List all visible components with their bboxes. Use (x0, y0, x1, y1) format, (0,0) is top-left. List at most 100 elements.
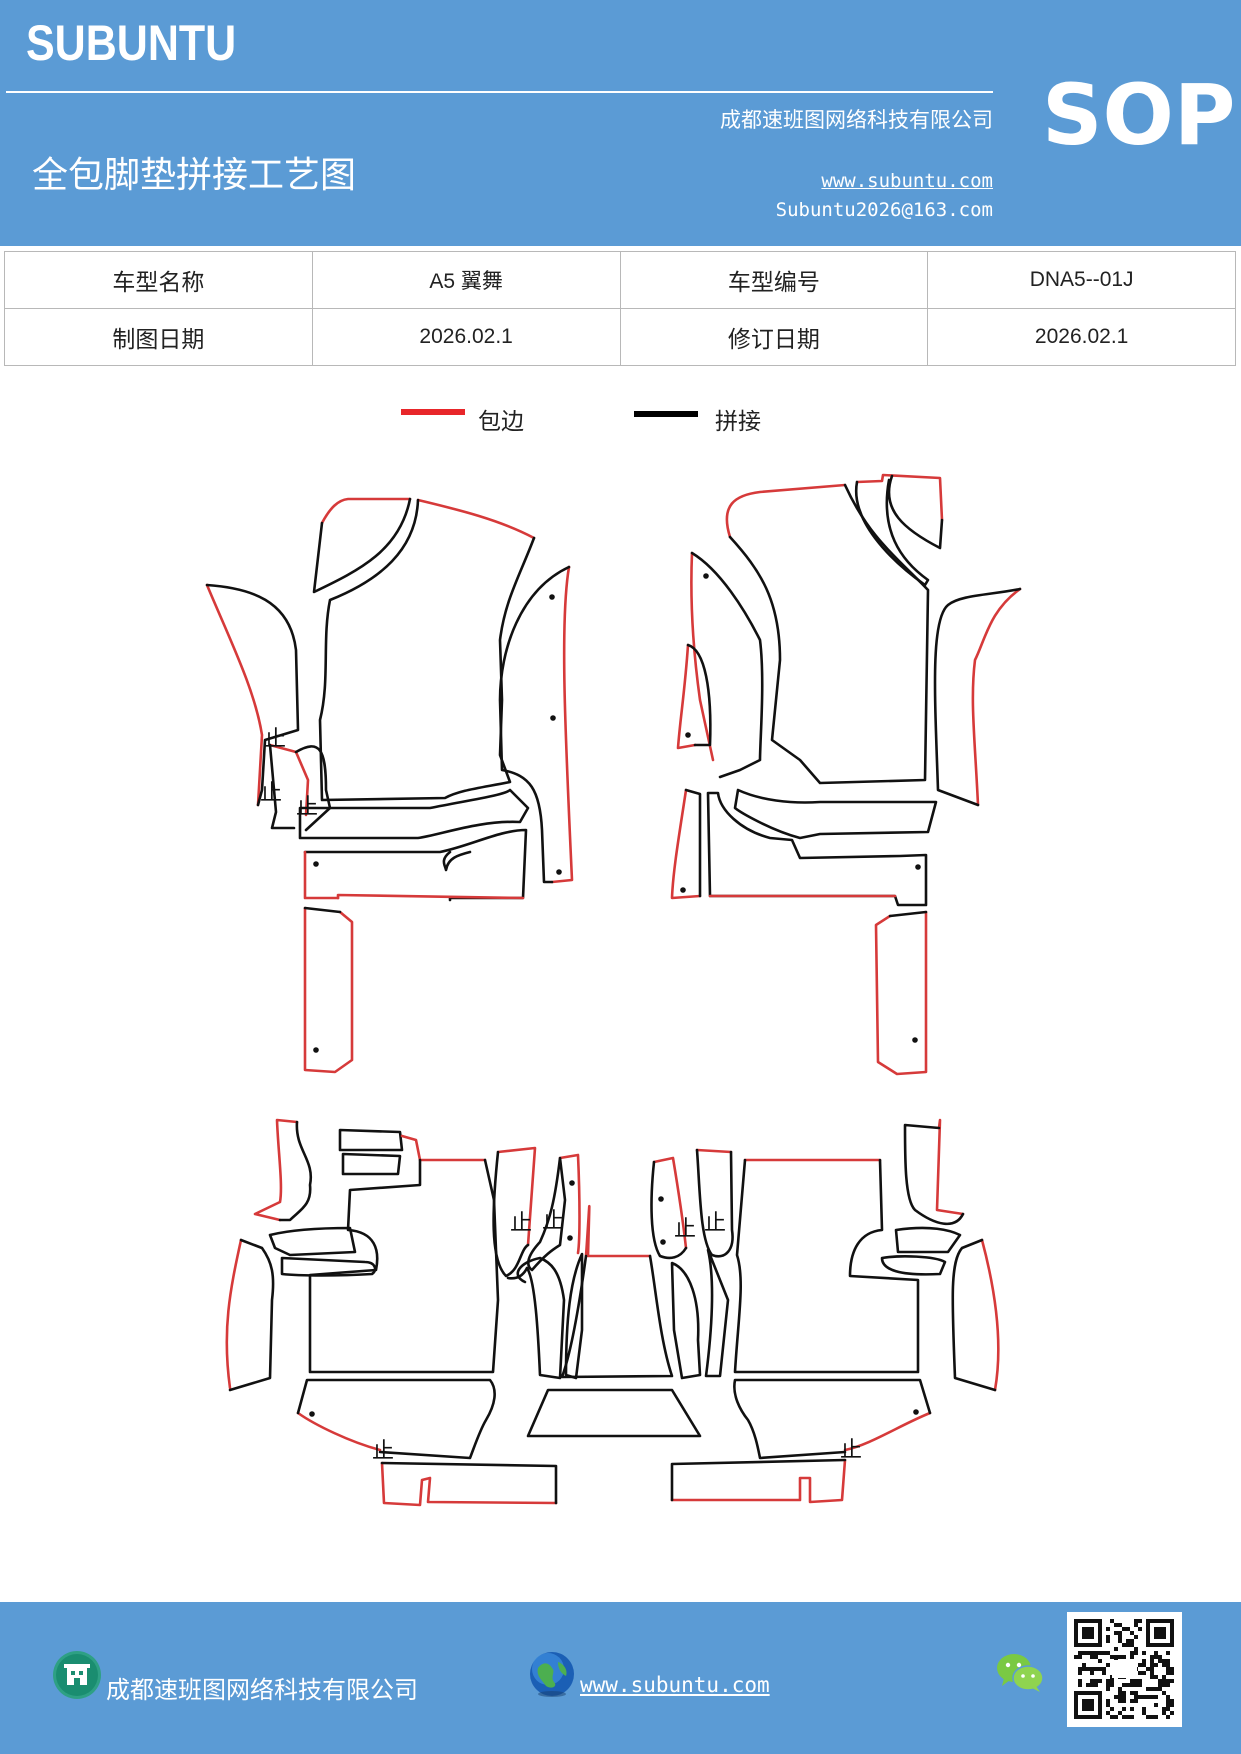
marker-dot (658, 1196, 664, 1202)
mat-piece-edge (971, 587, 1022, 807)
marker-dot (556, 869, 562, 875)
mat-piece-edge (652, 1156, 688, 1250)
mat-piece-seam (733, 788, 938, 840)
mat-piece-edge (855, 473, 944, 522)
mat-piece-edge (980, 1238, 1000, 1392)
table-row: 车型名称 A5 翼舞 车型编号 DNA5--01J (4, 251, 1236, 309)
mat-piece-seam (268, 743, 332, 832)
mat-piece-edge (303, 906, 354, 1074)
mat-piece-seam (704, 1248, 730, 1378)
stop-mark: 止 (296, 795, 318, 820)
mat-piece-seam (303, 828, 528, 902)
marker-dot (313, 1047, 319, 1053)
mat-piece-seam (888, 910, 928, 918)
mat-piece-edge (935, 1118, 965, 1216)
table-cell-value: 2026.02.1 (927, 308, 1236, 366)
marker-dot (703, 573, 709, 579)
mat-piece-seam (268, 1226, 377, 1277)
mat-piece-seam (312, 497, 412, 594)
mat-piece-seam (380, 1461, 558, 1505)
mat-piece-edge (336, 893, 525, 900)
marker-dot (680, 887, 686, 893)
mat-piece-edge (584, 1204, 652, 1258)
building-icon (52, 1650, 102, 1700)
mat-piece-edge (676, 643, 697, 750)
table-cell-label: 修订日期 (619, 308, 929, 366)
mat-piece-edge (695, 1148, 733, 1154)
header-banner (0, 0, 1241, 246)
mat-piece-seam (854, 474, 944, 587)
table-cell-value: A5 翼舞 (311, 251, 621, 309)
table-cell-value: DNA5--01J (927, 251, 1236, 309)
globe-icon (528, 1650, 576, 1698)
mat-piece-seam (670, 1261, 702, 1380)
mat-piece-edge (380, 1461, 558, 1507)
mat-piece-edge (690, 551, 715, 762)
mat-piece-edge (670, 1458, 847, 1504)
marker-dot (569, 1180, 575, 1186)
marker-dot (913, 1409, 919, 1415)
table-cell-label: 车型名称 (4, 251, 313, 309)
stop-mark: 止 (264, 727, 286, 752)
marker-dot (549, 594, 555, 600)
mat-piece-seam (933, 587, 1022, 807)
mat-piece-seam (338, 1128, 404, 1176)
mat-piece-seam (903, 1123, 965, 1226)
marker-dot (313, 861, 319, 867)
mat-piece-seam (650, 1160, 688, 1260)
mat-piece-seam (686, 643, 712, 747)
mat-piece-edge (874, 910, 928, 1076)
mat-piece-seam (228, 1238, 275, 1392)
header-divider (6, 91, 993, 93)
mat-piece-seam (278, 1120, 313, 1222)
mat-piece-seam (526, 1156, 567, 1272)
mat-piece-seam (205, 583, 300, 807)
mat-piece-seam (308, 1158, 500, 1374)
mat-piece-seam (706, 791, 928, 907)
document-title: 全包脚垫拼接工艺图 (32, 155, 357, 196)
info-table: 车型名称 A5 翼舞 车型编号 DNA5--01J 制图日期 2026.02.1… (4, 251, 1236, 366)
stop-mark: 止 (542, 1209, 564, 1234)
mat-piece-seam (733, 1378, 932, 1460)
mat-piece-seam (695, 1148, 734, 1258)
stop-marks: 止 止 止 止 止 止 止 止 止 (260, 727, 862, 1464)
mat-piece-edge (268, 743, 310, 817)
mat-piece-seam (498, 565, 571, 884)
mat-piece-edge (843, 1411, 932, 1452)
qr-code[interactable] (1067, 1612, 1182, 1727)
mat-piece-seam (951, 1238, 997, 1392)
mat-piece-edge (205, 583, 264, 807)
footer-website-link[interactable]: www.subuntu.com (580, 1673, 770, 1697)
stop-mark: 止 (260, 781, 282, 806)
mat-piece-edge (550, 565, 574, 884)
floor-mat-diagram: 止 止 止 止 止 止 止 止 止 (205, 473, 1022, 1507)
marker-dot (550, 715, 556, 721)
mat-piece-edge (296, 1411, 382, 1452)
table-cell-label: 制图日期 (4, 308, 313, 366)
table-row: 制图日期 2026.02.1 修订日期 2026.02.1 (4, 308, 1236, 366)
marker-dot (309, 1411, 315, 1417)
qr-code-image (1074, 1619, 1174, 1719)
header-email: Subuntu2026@163.com (775, 199, 993, 221)
legend-edge-label: 包边 (478, 409, 524, 435)
mat-piece-seam (670, 1458, 847, 1502)
table-cell-value: 2026.02.1 (311, 308, 621, 366)
mat-piece-edge (320, 497, 412, 525)
mat-piece-seam (526, 1388, 702, 1438)
mat-piece-seam (690, 551, 764, 779)
legend-seam-swatch (634, 411, 698, 417)
mat-piece-seam (880, 1226, 962, 1276)
header-website-link[interactable]: www.subuntu.com (821, 170, 993, 192)
stop-mark: 止 (840, 1438, 862, 1463)
mat-piece-seam (733, 1158, 920, 1374)
mat-piece-seam (506, 1256, 566, 1380)
stop-mark: 止 (372, 1439, 394, 1464)
mat-piece-seam (560, 1254, 674, 1379)
mat-piece-edge (253, 1118, 299, 1222)
marker-dot (660, 1239, 666, 1245)
mat-piece-seam (728, 483, 930, 785)
mat-piece-seam (442, 850, 472, 872)
mat-piece-edge (496, 1146, 537, 1247)
stop-mark: 止 (510, 1211, 532, 1236)
mat-piece-edge (416, 498, 536, 540)
